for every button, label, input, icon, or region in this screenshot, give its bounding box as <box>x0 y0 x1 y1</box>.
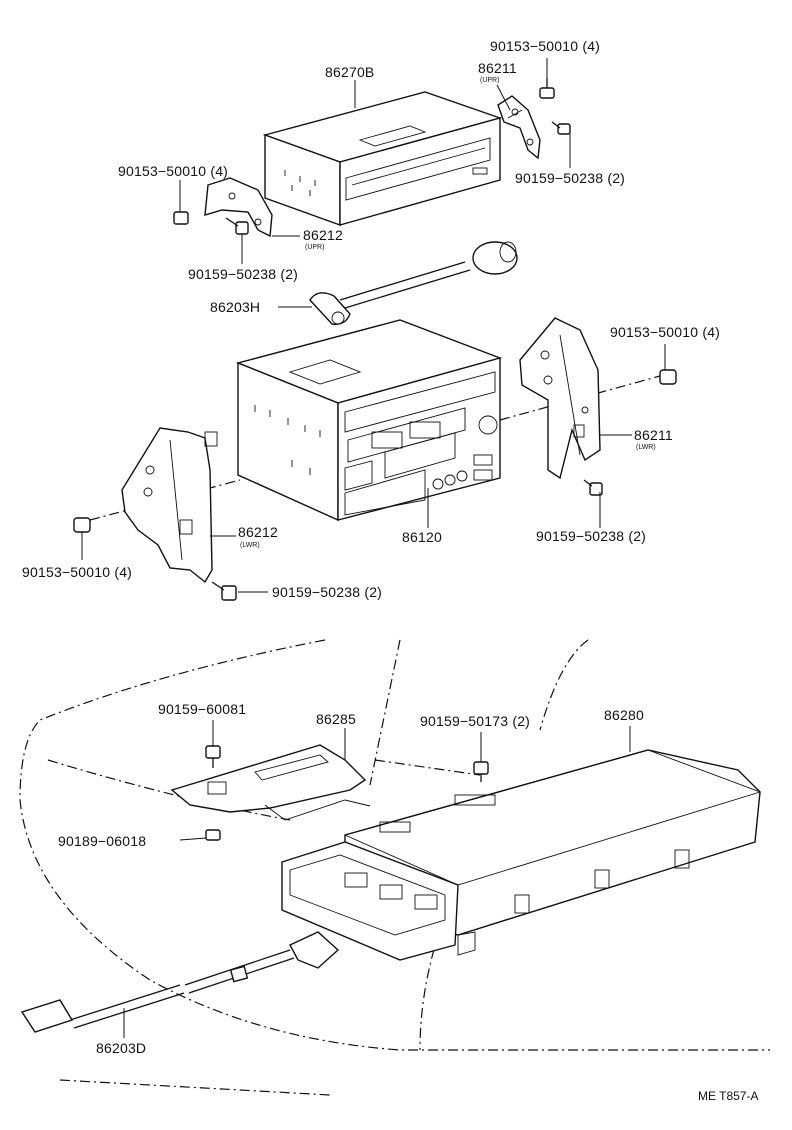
screw-90159-tl <box>225 217 249 235</box>
cd-unit-86270b <box>262 91 503 226</box>
label-86285: 86285 <box>316 711 356 727</box>
label-86212-lwr: 86212 <box>238 524 278 540</box>
label-86212-upr: 86212 <box>303 227 343 243</box>
screw-90159-ml <box>211 581 237 601</box>
label-90159-tl: 90159−50238 (2) <box>188 266 298 282</box>
label-86280: 86280 <box>604 707 644 723</box>
label-86212-upr-sub: (UPR) <box>305 244 324 251</box>
label-90153-ml: 90153−50010 (4) <box>22 564 132 580</box>
label-90189-06018: 90189−06018 <box>58 833 146 849</box>
bracket-plate-86285 <box>170 744 371 821</box>
cable-86203h <box>309 241 518 325</box>
reference-code: ME T857-A <box>698 1089 758 1103</box>
bracket-86211-upr <box>497 95 541 160</box>
screw-90153-ml <box>73 517 91 533</box>
bracket-86212-lwr <box>121 427 218 584</box>
label-90159-ml: 90159−50238 (2) <box>272 584 382 600</box>
wire-harness-86203d <box>20 931 340 1033</box>
label-90159-mr: 90159−50238 (2) <box>536 528 646 544</box>
label-90153-mr: 90153−50010 (4) <box>610 324 720 340</box>
label-90153-tr: 90153−50010 (4) <box>490 38 600 54</box>
screw-90153-mr <box>659 369 677 385</box>
bracket-86211-lwr <box>519 317 601 480</box>
label-90153-tl: 90153−50010 (4) <box>118 163 228 179</box>
label-86203d: 86203D <box>96 1040 146 1056</box>
screw-90153-tl <box>173 211 189 225</box>
alignment-line-left <box>89 479 241 521</box>
screw-90159-mr <box>583 479 603 496</box>
bolt-90159-60081 <box>205 745 221 768</box>
label-86203h: 86203H <box>210 299 260 315</box>
leader-lines <box>81 58 666 1038</box>
vehicle-outline <box>19 639 770 1096</box>
screw-90159-tr <box>551 121 571 135</box>
bracket-86212-upr <box>204 177 273 238</box>
label-86270b: 86270B <box>325 64 374 80</box>
radio-unit-86120 <box>235 319 503 522</box>
label-86120: 86120 <box>402 529 442 545</box>
label-90159-tr: 90159−50238 (2) <box>515 170 625 186</box>
label-86211-upr: 86211 <box>478 60 517 76</box>
clip-90189-06018 <box>205 829 221 841</box>
label-90159-60081: 90159−60081 <box>158 701 246 717</box>
screw-90159-50173 <box>473 761 489 782</box>
screw-90153-tr <box>539 78 555 99</box>
label-86212-lwr-sub: (LWR) <box>240 542 260 549</box>
label-86211-lwr-sub: (LWR) <box>636 444 656 451</box>
label-86211-upr-sub: (UPR) <box>480 77 499 84</box>
amplifier-86280 <box>281 749 762 961</box>
label-86211-lwr: 86211 <box>634 427 673 443</box>
label-90159-50173: 90159−50173 (2) <box>420 713 530 729</box>
